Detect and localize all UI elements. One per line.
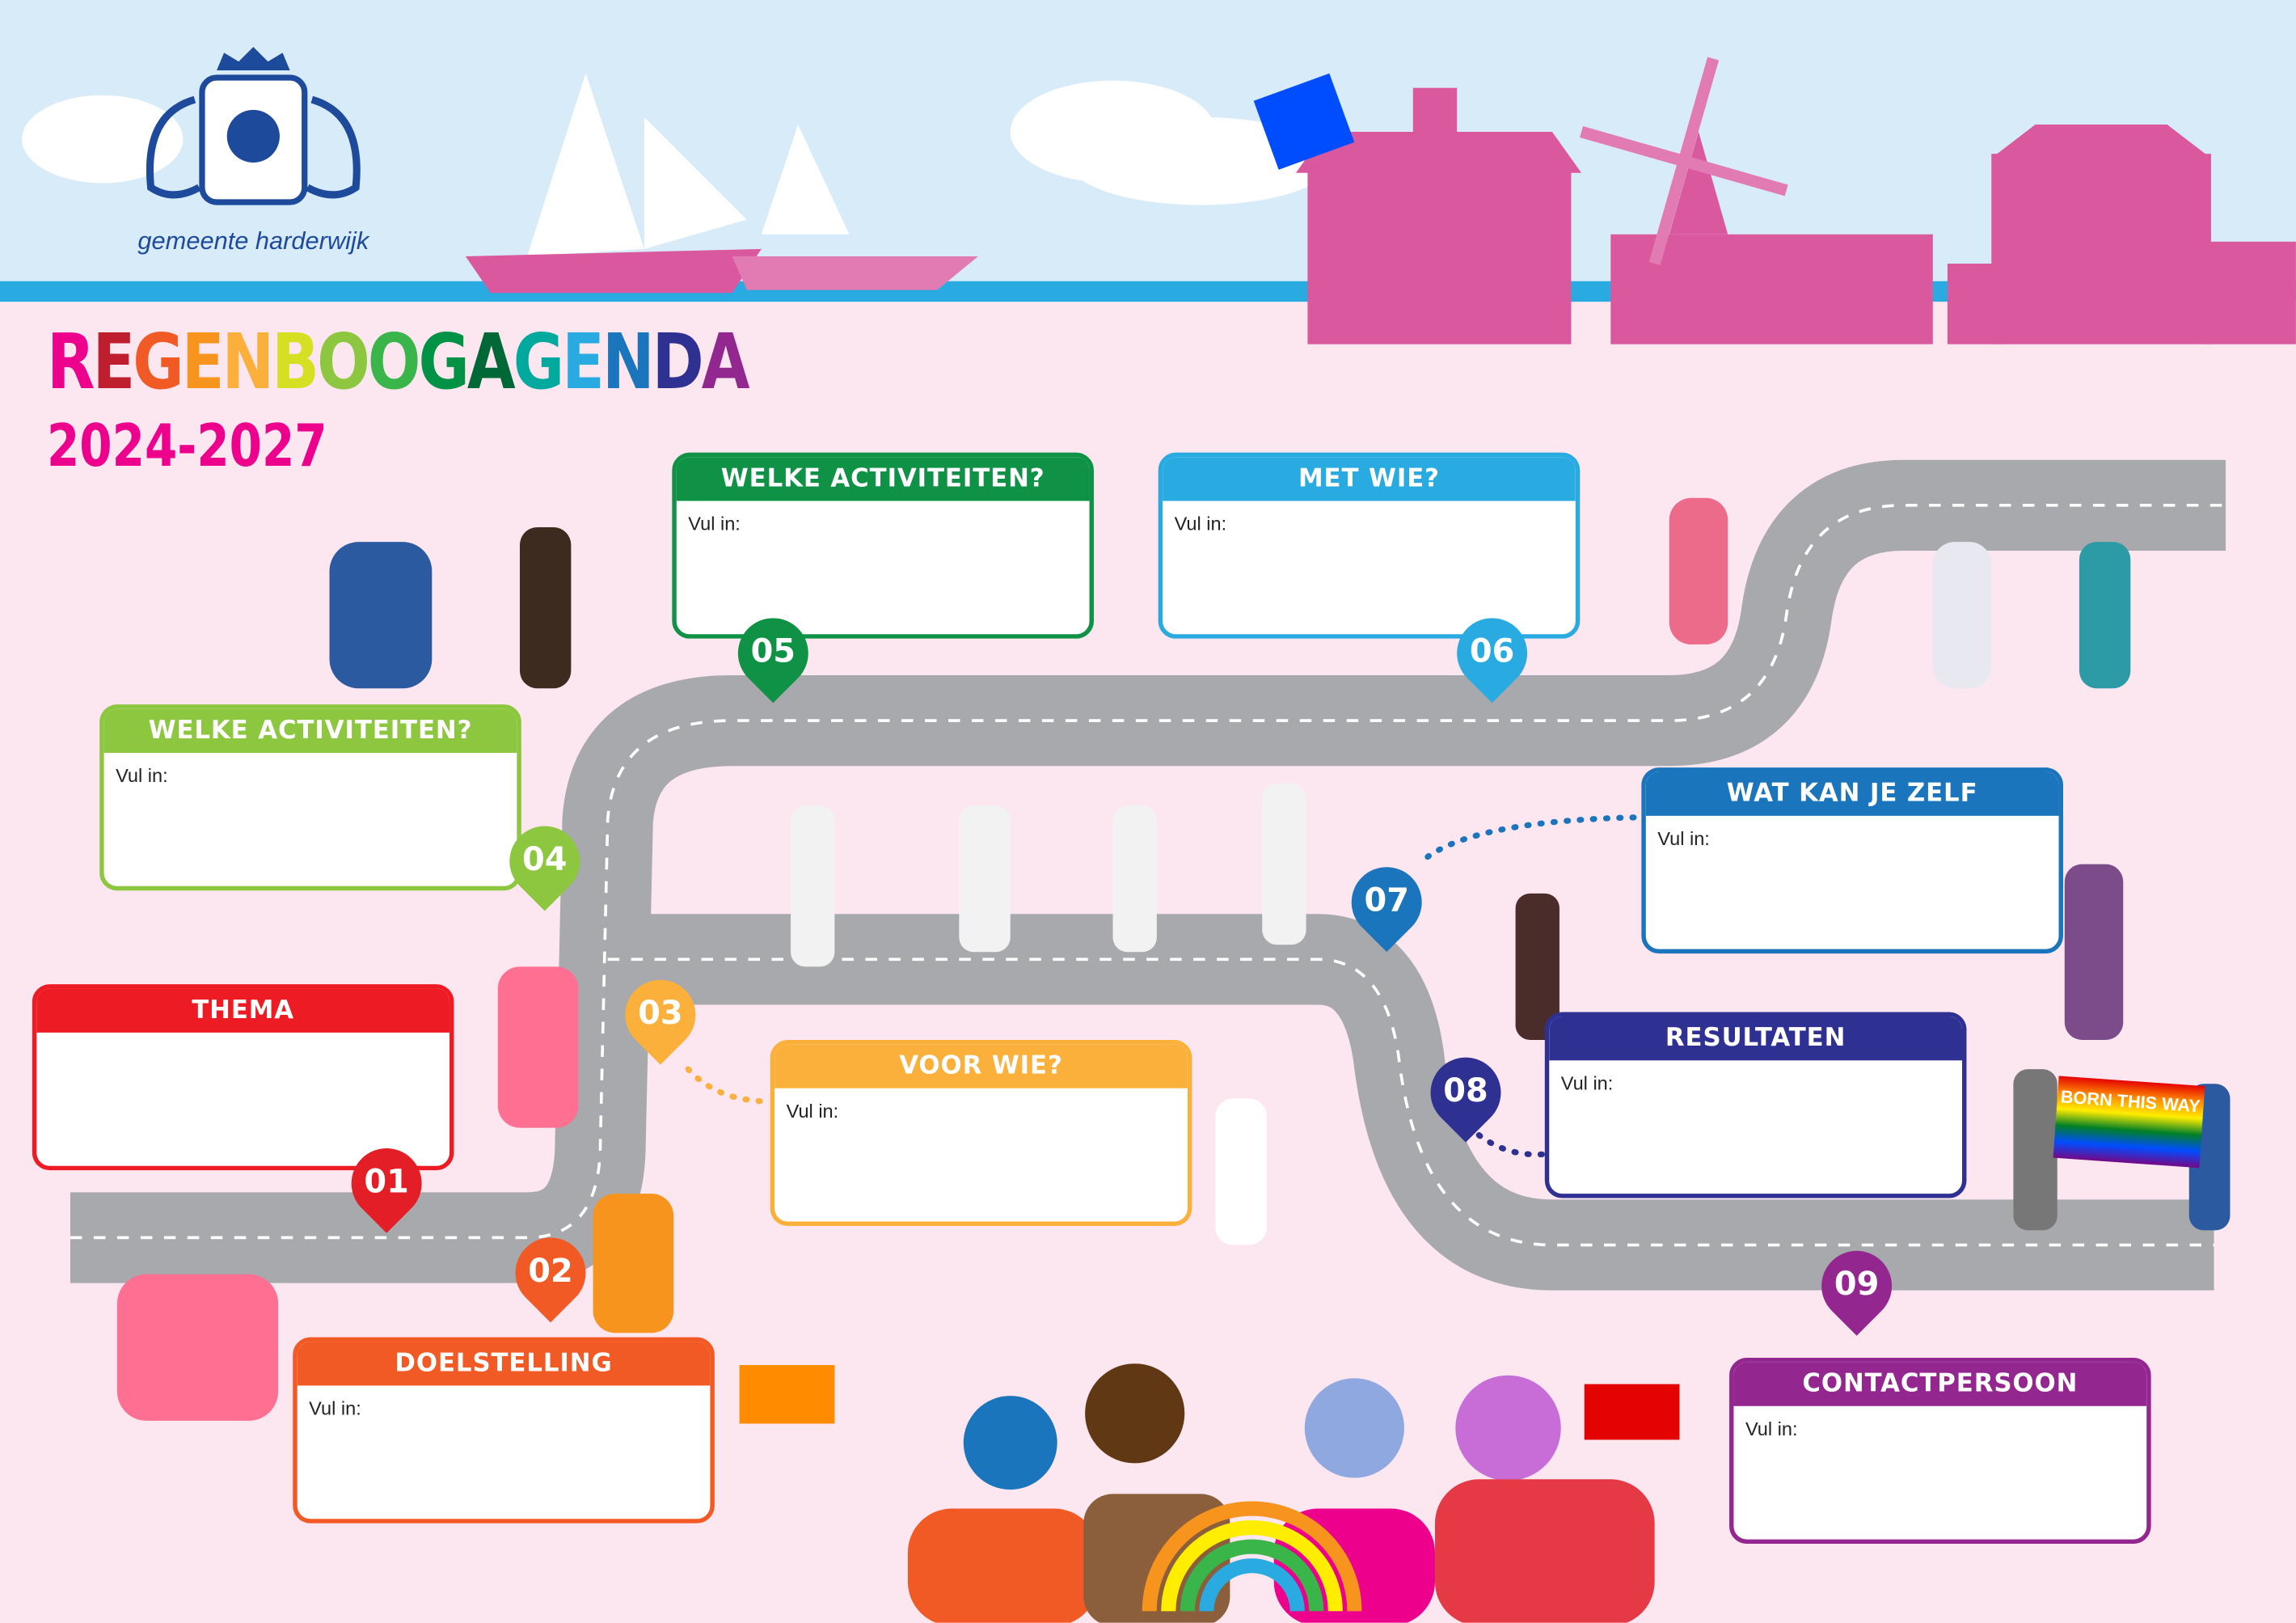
- title-letter: G: [418, 319, 469, 408]
- pin-step-number: 06: [1469, 634, 1515, 671]
- title-letter: O: [317, 319, 370, 408]
- card-title: WELKE ACTIVITEITEN?: [103, 708, 517, 753]
- step-card: VOOR WIE? Vul in:: [770, 1039, 1192, 1226]
- page-subtitle-years: 2024-2027: [46, 412, 327, 481]
- buildings-illustration: [1295, 87, 2296, 344]
- card-input-area[interactable]: Vul in:: [1657, 827, 1710, 850]
- pin-step-number: 07: [1364, 883, 1409, 920]
- card-input-area[interactable]: Vul in:: [1745, 1418, 1798, 1440]
- card-input-area[interactable]: Vul in:: [786, 1100, 839, 1122]
- title-letter: N: [601, 319, 655, 408]
- title-letter: D: [652, 319, 704, 408]
- road: [70, 459, 2226, 1291]
- title-letter: E: [92, 319, 135, 408]
- title-letter: A: [466, 319, 516, 408]
- card-input-area[interactable]: Vul in:: [1174, 512, 1227, 535]
- step-card: MET WIE? Vul in:: [1158, 452, 1581, 639]
- title-letter: A: [701, 319, 750, 408]
- page-title: REGENBOOGAGENDA: [47, 325, 750, 401]
- card-title: DOELSTELLING: [297, 1342, 711, 1386]
- card-title: CONTACTPERSOON WERKGROEP: [1733, 1362, 2147, 1443]
- title-letter: G: [513, 319, 564, 408]
- step-card: WELKE ACTIVITEITEN? Vul in:: [99, 704, 521, 891]
- dotted-connectors: [685, 814, 1644, 1158]
- pin-step-number: 02: [528, 1253, 573, 1291]
- card-title: WAT KAN JE ZELF BIJDRAGEN?: [1645, 771, 2059, 852]
- card-title: WELKE ACTIVITEITEN?: [676, 457, 1090, 501]
- title-letter: B: [272, 319, 319, 408]
- title-letter: E: [181, 319, 225, 408]
- title-letter: O: [367, 319, 421, 408]
- card-input-area[interactable]: Vul in:: [116, 764, 168, 787]
- pin-step-number: 09: [1834, 1266, 1880, 1304]
- people-illustrations: [116, 497, 2231, 1421]
- step-card: WAT KAN JE ZELF BIJDRAGEN?Vul in:: [1641, 767, 2063, 954]
- crowd-illustration: [907, 1363, 1655, 1623]
- title-letter: N: [222, 319, 274, 408]
- card-title: VOOR WIE?: [774, 1044, 1188, 1088]
- card-title: MET WIE?: [1163, 457, 1576, 501]
- step-card: WELKE ACTIVITEITEN? Vul in:: [672, 452, 1094, 639]
- logo: gemeente harderwijk: [114, 41, 392, 256]
- coat-of-arms-icon: [146, 46, 361, 205]
- born-this-way-banner: BORN THIS WAY: [2053, 1076, 2205, 1169]
- card-input-area[interactable]: Vul in:: [688, 512, 741, 535]
- clouds: [22, 80, 1333, 205]
- logo-text: gemeente harderwijk: [137, 226, 369, 256]
- card-input-area[interactable]: Vul in:: [1560, 1071, 1614, 1094]
- card-input-area[interactable]: [36, 1033, 449, 1056]
- step-card: THEMA: [32, 984, 454, 1171]
- step-card: RESULTATEN Vul in:: [1544, 1012, 1967, 1198]
- pin-step-number: 05: [750, 634, 796, 671]
- card-title: RESULTATEN: [1549, 1016, 1963, 1061]
- boats-illustration: [465, 73, 978, 294]
- pride-flags: [739, 73, 1680, 1440]
- title-letter: R: [46, 319, 95, 408]
- card-input-area[interactable]: Vul in:: [309, 1397, 361, 1420]
- pin-step-number: 03: [638, 995, 683, 1033]
- pin-step-number: 01: [364, 1164, 409, 1202]
- step-card: DOELSTELLING Vul in:: [293, 1337, 715, 1524]
- title-letter: G: [133, 319, 184, 408]
- title-letter: E: [562, 319, 605, 408]
- card-title: THEMA: [36, 988, 450, 1033]
- pin-step-number: 08: [1443, 1073, 1488, 1110]
- pin-step-number: 04: [522, 842, 568, 879]
- windmill-sails: [1580, 57, 1788, 266]
